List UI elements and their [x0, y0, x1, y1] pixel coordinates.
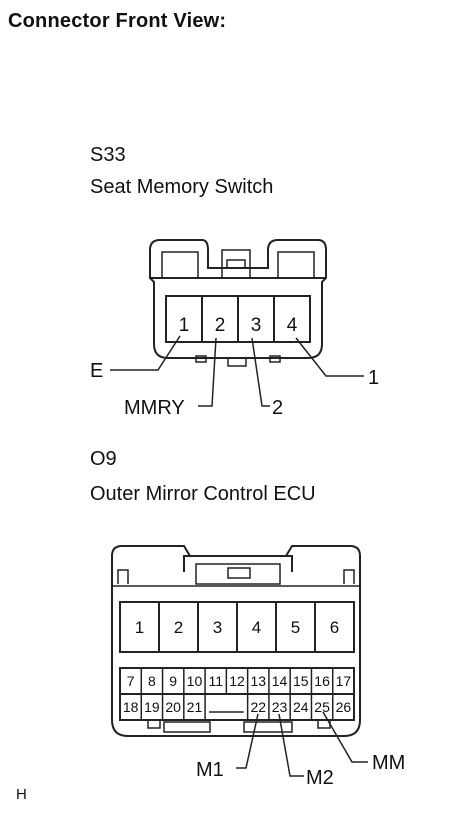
s33-callout-e: E — [90, 360, 103, 382]
o9-small-pin-grid — [140, 668, 334, 720]
o9-pin-17: 17 — [336, 673, 352, 689]
o9-pin-20: 20 — [165, 699, 181, 715]
o9-pin-7: 7 — [127, 673, 135, 689]
o9-pin-21: 21 — [187, 699, 203, 715]
footer-mark: H — [16, 786, 27, 803]
page-title: Connector Front View: — [8, 10, 227, 32]
o9-callouts: M1 M2 MM — [196, 752, 405, 789]
connector-s33 — [149, 239, 327, 367]
o9-pin-16: 16 — [314, 673, 330, 689]
s33-pin-3: 3 — [251, 315, 262, 336]
o9-pin-8: 8 — [148, 673, 156, 689]
s33-leader-lines — [110, 335, 364, 407]
o9-pin-11: 11 — [208, 673, 223, 689]
s33-callout-2: 2 — [272, 397, 283, 419]
s33-callout-mmry: MMRY — [124, 397, 185, 419]
s33-pins: 1 2 3 4 — [179, 315, 298, 336]
s33-pin-1: 1 — [179, 315, 190, 336]
o9-pin-9: 9 — [169, 673, 177, 689]
o9-pin-12: 12 — [229, 673, 245, 689]
connector-code-o9: O9 — [90, 448, 117, 470]
o9-bottom-keys — [147, 719, 331, 733]
o9-callout-mm: MM — [372, 752, 405, 774]
o9-pin-1: 1 — [135, 618, 144, 637]
connector-name-outer-mirror-ecu: Outer Mirror Control ECU — [90, 483, 316, 505]
s33-pin-2: 2 — [215, 315, 226, 336]
o9-pin-23: 23 — [272, 699, 288, 715]
o9-pin-2: 2 — [174, 618, 183, 637]
o9-pin-13: 13 — [250, 673, 266, 689]
connector-code-s33: S33 — [90, 144, 126, 166]
o9-pin-19: 19 — [144, 699, 160, 715]
o9-callout-m1: M1 — [196, 759, 224, 781]
o9-pin-26: 26 — [336, 699, 352, 715]
o9-leader-lines — [236, 711, 368, 777]
o9-pin-22: 22 — [250, 699, 266, 715]
o9-pin-10: 10 — [187, 673, 203, 689]
o9-callout-m2: M2 — [306, 767, 334, 789]
o9-pin-14: 14 — [272, 673, 288, 689]
s33-callouts: E MMRY 2 1 — [90, 360, 379, 419]
o9-pin-5: 5 — [291, 618, 300, 637]
o9-pin-4: 4 — [252, 618, 261, 637]
s33-pin-4: 4 — [287, 315, 298, 336]
s33-callout-1: 1 — [368, 367, 379, 389]
o9-pin-18: 18 — [123, 699, 139, 715]
o9-pin-6: 6 — [330, 618, 339, 637]
o9-pin-15: 15 — [293, 673, 309, 689]
o9-top-pins: 1 2 3 4 5 6 — [135, 618, 339, 637]
o9-pin-25: 25 — [314, 699, 330, 715]
connector-o9 — [111, 545, 361, 737]
o9-pin-3: 3 — [213, 618, 222, 637]
o9-pin-24: 24 — [293, 699, 309, 715]
connector-name-seat-memory-switch: Seat Memory Switch — [90, 176, 274, 198]
